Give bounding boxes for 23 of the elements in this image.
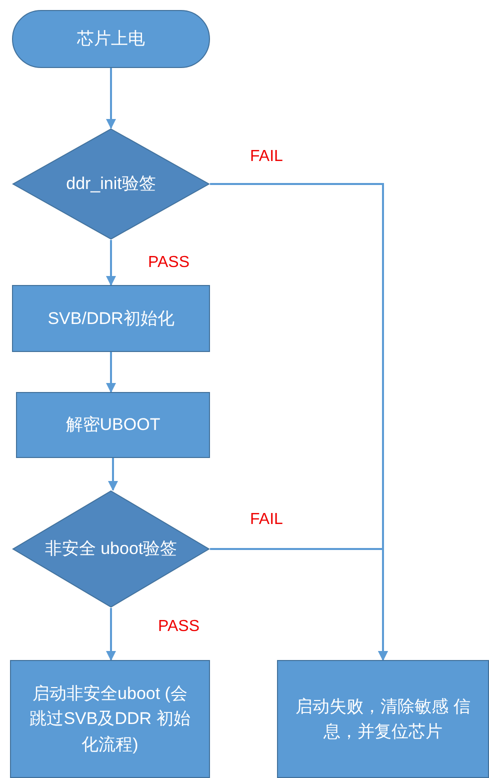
node-label: 启动非安全uboot (会跳过SVB及DDR 初始化流程) <box>28 682 192 756</box>
edge-label: PASS <box>148 254 190 272</box>
process-box <box>12 285 210 352</box>
arrow <box>106 68 116 129</box>
node-label: 启动失败，清除敏感 信息，并复位芯片 <box>294 696 472 743</box>
process-box <box>277 660 489 778</box>
arrow <box>106 240 116 286</box>
process-box <box>10 660 210 778</box>
decision-diamond <box>12 490 210 608</box>
node-label: 芯片上电 <box>76 28 146 50</box>
node-label: ddr_init验签 <box>65 173 157 196</box>
node-label: 解密UBOOT <box>64 414 162 436</box>
edge-label: PASS <box>158 618 200 636</box>
process-box <box>16 392 210 458</box>
edge-label: FAIL <box>250 511 283 529</box>
arrow <box>210 548 388 661</box>
arrow <box>106 608 116 661</box>
arrow <box>108 458 118 491</box>
node-label: 非安全 uboot验签 <box>44 538 178 560</box>
node-label: SVB/DDR初始化 <box>46 308 176 330</box>
decision-diamond <box>12 128 210 240</box>
arrow <box>106 352 116 393</box>
edge-label: FAIL <box>250 148 283 166</box>
